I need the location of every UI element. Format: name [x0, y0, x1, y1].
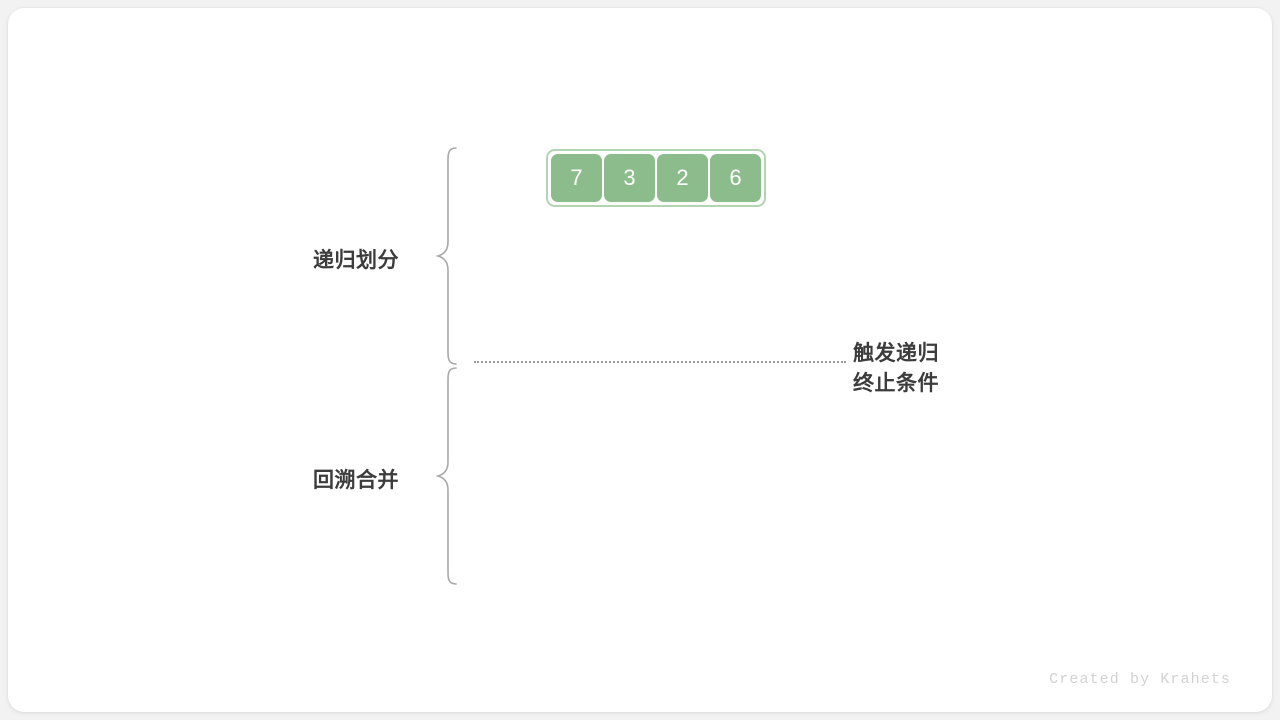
array-cell: 2	[657, 154, 708, 202]
section-label-merge: 回溯合并	[313, 469, 399, 492]
array-container: 7 3 2 6	[546, 149, 766, 207]
brace-divide	[436, 146, 460, 366]
annotation-line-2: 终止条件	[853, 372, 939, 395]
figure-card: 7 3 2 6 递归划分 回溯合并 触发递归 终止条件 Created	[8, 8, 1272, 712]
annotation-termination-condition: 触发递归 终止条件	[853, 339, 939, 399]
array-cell: 3	[604, 154, 655, 202]
recursion-boundary-divider	[474, 361, 846, 363]
section-label-divide: 递归划分	[313, 249, 399, 272]
brace-merge	[436, 366, 460, 586]
array-cell: 6	[710, 154, 761, 202]
brace-divide-icon	[436, 147, 457, 365]
annotation-line-1: 触发递归	[853, 342, 939, 365]
array-cell: 7	[551, 154, 602, 202]
credit-text: Created by Krahets	[1049, 671, 1231, 688]
brace-merge-icon	[436, 367, 457, 585]
